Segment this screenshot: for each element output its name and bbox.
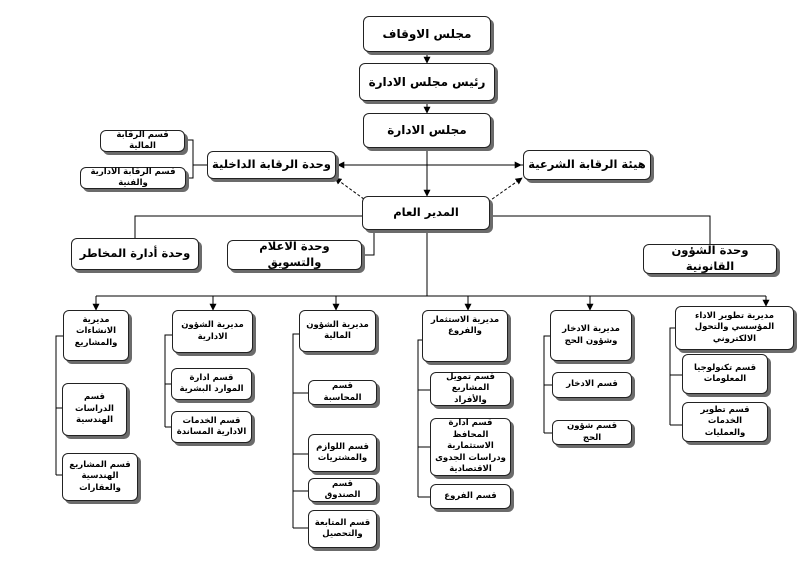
node-sharia-board: هيئة الرقابة الشرعية xyxy=(523,150,651,180)
node-dir-construction: مديرية الانشاءات والمشاريع xyxy=(63,310,129,361)
node-dir-admin-d2-label: قسم الخدمات الادارية المساندة xyxy=(176,415,247,437)
node-dir-construction-d2-label: قسم المشاريع الهندسية والعقارات xyxy=(69,459,131,493)
node-dir-finance-d1: قسم المحاسبة xyxy=(308,380,377,405)
node-dir-finance-d2: قسم اللوازم والمشتريات xyxy=(308,434,377,472)
node-media: وحدة الاعلام والتسويق xyxy=(227,239,362,270)
node-dir-invest-d2-label: قسم ادارة المحافظ الاستثمارية ودراسات ال… xyxy=(435,418,506,475)
node-dir-dev-d2: قسم تطوير الخدمات والعمليات xyxy=(682,402,768,442)
node-dir-admin-d1: قسم ادارة الموارد البشرية xyxy=(171,368,252,400)
node-dir-finance-label: مديرية الشؤون المالية xyxy=(306,319,369,341)
node-dir-savings-d2: قسم شؤون الحج xyxy=(552,420,632,445)
node-dir-savings-d2-label: قسم شؤون الحج xyxy=(566,421,618,443)
node-dir-dev-d1-label: قسم تكنولوجيا المعلومات xyxy=(693,362,757,384)
node-dir-admin-d2: قسم الخدمات الادارية المساندة xyxy=(171,411,252,443)
wire-tree-savings xyxy=(543,335,552,434)
node-dir-savings-label: مديرية الادخار وشؤون الحج xyxy=(562,324,620,346)
wire-tree-construction xyxy=(55,335,63,476)
node-legal-label: وحدة الشؤون القانونية xyxy=(671,243,749,273)
node-gm-label: المدير العام xyxy=(393,205,459,220)
node-dir-finance-d4: قسم المتابعة والتحصيل xyxy=(308,510,377,548)
node-legal: وحدة الشؤون القانونية xyxy=(643,243,777,274)
wire-tree-invest xyxy=(417,339,430,498)
node-dir-invest: مديرية الاستثمار والفروع xyxy=(422,310,508,362)
node-dir-finance-d4-label: قسم المتابعة والتحصيل xyxy=(314,517,371,539)
node-board-label: مجلس الادارة xyxy=(387,123,467,138)
wire-gm-legal xyxy=(488,215,711,244)
node-dir-construction-label: مديرية الانشاءات والمشاريع xyxy=(74,315,118,348)
node-financial-audit: قسم الرقابة المالية xyxy=(100,130,185,152)
wire-gm-risk xyxy=(134,215,362,238)
node-financial-audit-label: قسم الرقابة المالية xyxy=(116,129,169,151)
node-dir-construction-d2: قسم المشاريع الهندسية والعقارات xyxy=(62,453,138,501)
node-risk: وحدة أدارة المخاطر xyxy=(71,238,199,270)
node-dir-dev-label: مديرية تطوير الاداء المؤسسي والتحول الال… xyxy=(694,310,775,344)
node-risk-label: وحدة أدارة المخاطر xyxy=(79,246,191,261)
node-dir-savings: مديرية الادخار وشؤون الحج xyxy=(550,310,632,361)
wire-internal-audit-tree xyxy=(185,139,207,179)
node-gm: المدير العام xyxy=(362,196,490,230)
node-dir-savings-d1: قسم الادخار xyxy=(552,372,632,398)
node-admin-tech-audit: قسم الرقابة الادارية والفنية xyxy=(80,167,186,189)
node-dir-construction-d1-label: قسم الدراسات الهندسية xyxy=(75,392,114,426)
node-dir-dev-d1: قسم تكنولوجيا المعلومات xyxy=(682,354,768,394)
wire-tree-admin xyxy=(164,334,172,428)
wire-tree-finance xyxy=(292,333,308,529)
node-sharia-board-label: هيئة الرقابة الشرعية xyxy=(528,157,646,172)
node-board: مجلس الادارة xyxy=(363,113,491,148)
node-council-label: مجلس الاوقاف xyxy=(382,26,472,41)
node-internal-audit-label: وحدة الرقابة الداخلية xyxy=(212,157,331,172)
node-admin-tech-audit-label: قسم الرقابة الادارية والفنية xyxy=(90,166,176,188)
node-dir-construction-d1: قسم الدراسات الهندسية xyxy=(62,383,127,436)
node-dir-dev: مديرية تطوير الاداء المؤسسي والتحول الال… xyxy=(675,306,794,350)
node-dir-invest-d2: قسم ادارة المحافظ الاستثمارية ودراسات ال… xyxy=(430,418,511,476)
node-dir-savings-d1-label: قسم الادخار xyxy=(566,379,618,390)
node-dir-invest-d1-label: قسم تمويل المشاريع والأفراد xyxy=(446,371,495,405)
node-dir-admin: مديرية الشؤون الادارية xyxy=(172,310,253,353)
node-board-chair: رئيس مجلس الادارة xyxy=(359,63,495,101)
node-dir-dev-d2-label: قسم تطوير الخدمات والعمليات xyxy=(700,404,750,438)
node-dir-invest-d3: قسم الفروع xyxy=(430,484,511,509)
node-dir-finance-d1-label: قسم المحاسبة xyxy=(323,381,362,403)
node-board-chair-label: رئيس مجلس الادارة xyxy=(368,74,486,89)
wire-gm-media xyxy=(362,230,375,256)
node-dir-invest-label: مديرية الاستثمار والفروع xyxy=(430,315,500,337)
node-dir-finance: مديرية الشؤون المالية xyxy=(299,310,376,352)
node-dir-admin-label: مديرية الشؤون الادارية xyxy=(181,320,244,342)
wire-tree-dev xyxy=(669,327,682,426)
node-dir-finance-d2-label: قسم اللوازم والمشتريات xyxy=(316,441,369,463)
node-dir-invest-d3-label: قسم الفروع xyxy=(444,490,497,501)
node-dir-admin-d1-label: قسم ادارة الموارد البشرية xyxy=(179,372,244,394)
node-council: مجلس الاوقاف xyxy=(363,16,491,52)
node-dir-finance-d3: قسم الصندوق xyxy=(308,478,377,502)
node-internal-audit: وحدة الرقابة الداخلية xyxy=(207,151,336,179)
node-media-label: وحدة الاعلام والتسويق xyxy=(259,239,330,269)
node-dir-invest-d1: قسم تمويل المشاريع والأفراد xyxy=(430,372,511,406)
wire-gm-sharia-dashed xyxy=(487,177,523,203)
node-dir-finance-d3-label: قسم الصندوق xyxy=(324,478,361,500)
